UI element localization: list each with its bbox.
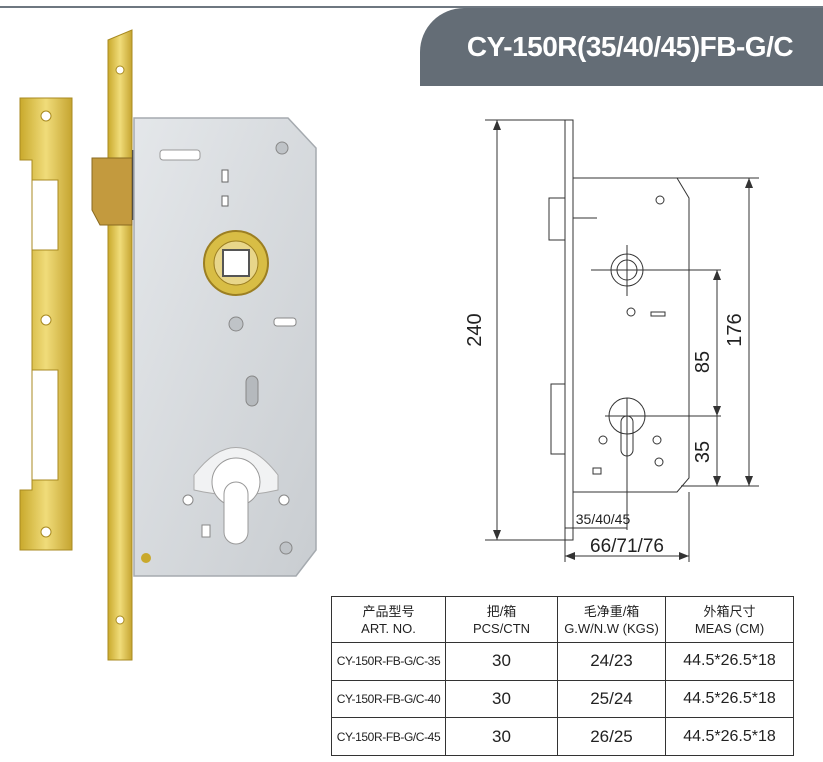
forend-plate [107,29,133,661]
cell-art-no: CY-150R-FB-G/C-35 [331,642,446,681]
cell-weight: 24/23 [557,642,666,681]
cylinder-cutout [182,447,293,555]
cell-pcs: 30 [445,642,558,681]
table-row: CY-150R-FB-G/C-45 30 26/25 44.5*26.5*18 [331,717,794,756]
table-row: CY-150R-FB-G/C-40 30 25/24 44.5*26.5*18 [331,679,794,719]
header-weight: 毛净重/箱 G.W/N.W (KGS) [557,596,666,643]
cell-weight: 25/24 [557,679,666,719]
dim-total-height: 240 [464,313,486,346]
header-art-no: 产品型号 ART. NO. [331,596,446,643]
cell-art-no: CY-150R-FB-G/C-45 [331,717,446,756]
cell-meas: 44.5*26.5*18 [665,679,794,719]
dim-backset: 35/40/45 [576,511,631,527]
table-row: CY-150R-FB-G/C-35 30 24/23 44.5*26.5*18 [331,642,794,681]
lock-photo [19,29,317,661]
header-meas: 外箱尺寸 MEAS (CM) [665,596,794,643]
spec-table: 产品型号 ART. NO. 把/箱 PCS/CTN 毛净重/箱 G.W/N.W … [331,596,794,756]
title-banner: CY-150R(35/40/45)FB-G/C [420,8,823,86]
strike-plate [19,97,73,551]
dim-handle-to-cylinder: 85 [692,351,714,373]
cell-meas: 44.5*26.5*18 [665,717,794,756]
cell-pcs: 30 [445,717,558,756]
header-rule [0,6,823,8]
cell-weight: 26/25 [557,717,666,756]
cell-meas: 44.5*26.5*18 [665,642,794,681]
table-header-row: 产品型号 ART. NO. 把/箱 PCS/CTN 毛净重/箱 G.W/N.W … [331,596,794,643]
dimension-drawing: 240 176 85 35 35/40/45 66/71/76 [464,119,759,562]
dim-case-width: 66/71/76 [590,536,664,557]
header-pcs-ctn: 把/箱 PCS/CTN [445,596,558,643]
dim-cylinder-offset: 35 [692,441,714,463]
cell-art-no: CY-150R-FB-G/C-40 [331,679,446,719]
dim-upper-height: 176 [724,313,746,346]
product-title: CY-150R(35/40/45)FB-G/C [466,31,794,62]
cell-pcs: 30 [445,679,558,719]
spindle-hub [203,230,269,296]
lock-case [133,117,317,577]
